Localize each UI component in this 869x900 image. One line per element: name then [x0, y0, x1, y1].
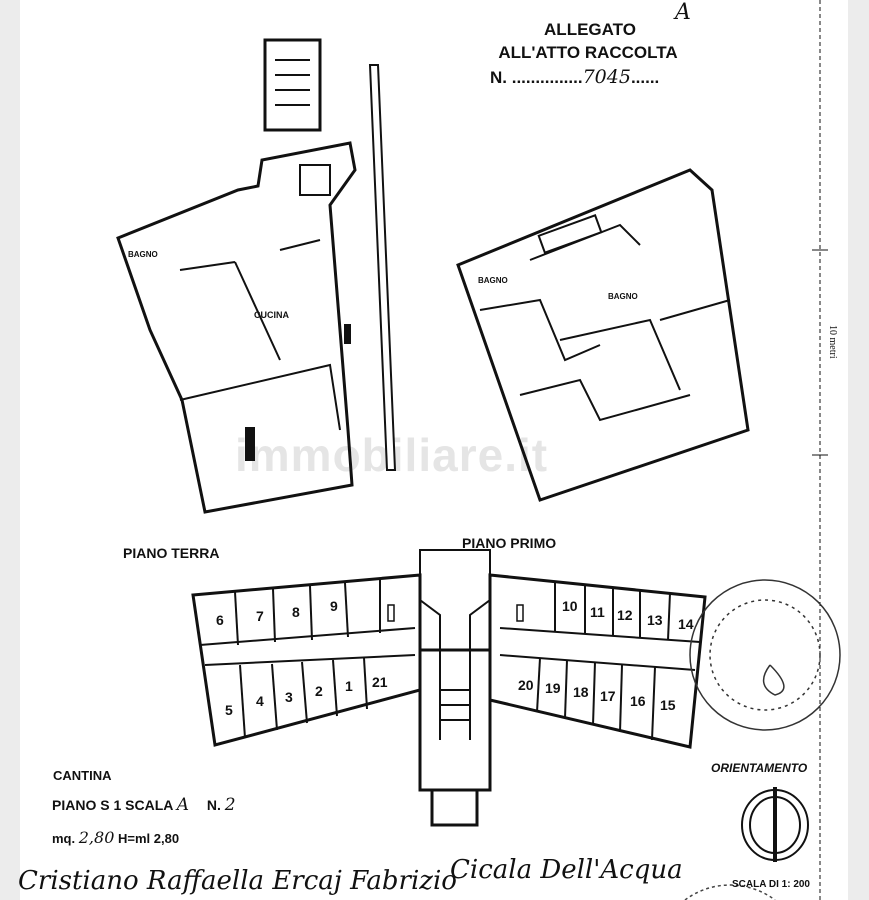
cell-12: 12 [617, 607, 633, 623]
scale-bar-label: 10 metri [827, 325, 838, 359]
corner-mark: A [675, 0, 691, 25]
height-value: H=ml 2,80 [118, 831, 180, 846]
scale-value: 200 [793, 879, 810, 890]
cell-21: 21 [372, 674, 388, 690]
first-floor-plan [456, 168, 750, 502]
cell-2: 2 [315, 683, 323, 699]
scale-label: SCALA DI 1: [732, 879, 791, 890]
cell-18: 18 [573, 684, 589, 700]
n-label: N. [206, 797, 221, 813]
cell-20: 20 [518, 677, 534, 693]
header-line1: ALLEGATO [544, 20, 636, 39]
ground-floor-plan [116, 38, 397, 514]
room-bath-first-2: BAGNO [608, 292, 638, 301]
ground-floor-label: PIANO TERRA [123, 545, 220, 561]
cell-16: 16 [630, 693, 646, 709]
document-sheet [20, 0, 848, 900]
watermark: immobiliare.it [235, 429, 549, 481]
room-kitchen: CUCINA [254, 310, 289, 320]
signature-2: Raffaella [146, 866, 265, 896]
first-floor-label: PIANO PRIMO [462, 535, 557, 551]
cell-8: 8 [292, 604, 300, 620]
cell-14: 14 [678, 616, 694, 632]
cantina-plan [191, 549, 707, 827]
cell-11: 11 [590, 604, 605, 620]
signature-3: Ercaj Fabrizio [272, 866, 457, 896]
floor-line-text: PIANO S 1 SCALA [52, 797, 173, 813]
number-prefix: N. ............... [490, 68, 583, 87]
lower-stamp [684, 884, 776, 900]
mq-label: mq. [52, 831, 76, 846]
info-area-line: mq. 2,80 H=ml 2,80 [52, 828, 179, 847]
signature-row: Cristiano Raffaella Ercaj Fabrizio [18, 866, 457, 896]
header-number: N. ...............7045...... [490, 66, 659, 89]
cell-6: 6 [216, 612, 224, 628]
cell-13: 13 [647, 612, 663, 628]
number-value: 7045 [582, 66, 631, 88]
scale-ratio: SCALA DI 1: 200 [732, 879, 810, 890]
notary-stamp [689, 579, 841, 731]
number-suffix: ...... [630, 68, 660, 87]
cell-10: 10 [562, 598, 578, 614]
orientation-label: ORIENTAMENTO [711, 761, 808, 775]
cell-1: 1 [345, 678, 353, 694]
cell-7: 7 [256, 608, 264, 624]
signature-4: Cicala Dell'Acqua [450, 855, 683, 885]
cell-19: 19 [545, 680, 561, 696]
room-bath-first-1: BAGNO [478, 276, 508, 285]
cell-9: 9 [330, 598, 338, 614]
scale-bar [812, 0, 828, 900]
scala-value: A [176, 795, 190, 815]
cell-3: 3 [285, 689, 293, 705]
n-value: 2 [224, 795, 236, 815]
cell-4: 4 [256, 693, 264, 709]
mq-value: 2,80 [78, 828, 115, 847]
compass-icon [741, 787, 809, 862]
cell-15: 15 [660, 697, 676, 713]
signature-1: Cristiano [18, 866, 139, 896]
room-bath-ground: BAGNO [128, 250, 158, 259]
cell-17: 17 [600, 688, 616, 704]
info-title: CANTINA [53, 768, 112, 783]
header-line2: ALL'ATTO RACCOLTA [498, 43, 678, 62]
info-floor-line: PIANO S 1 SCALA A N. 2 [52, 795, 236, 815]
cell-5: 5 [225, 702, 233, 718]
